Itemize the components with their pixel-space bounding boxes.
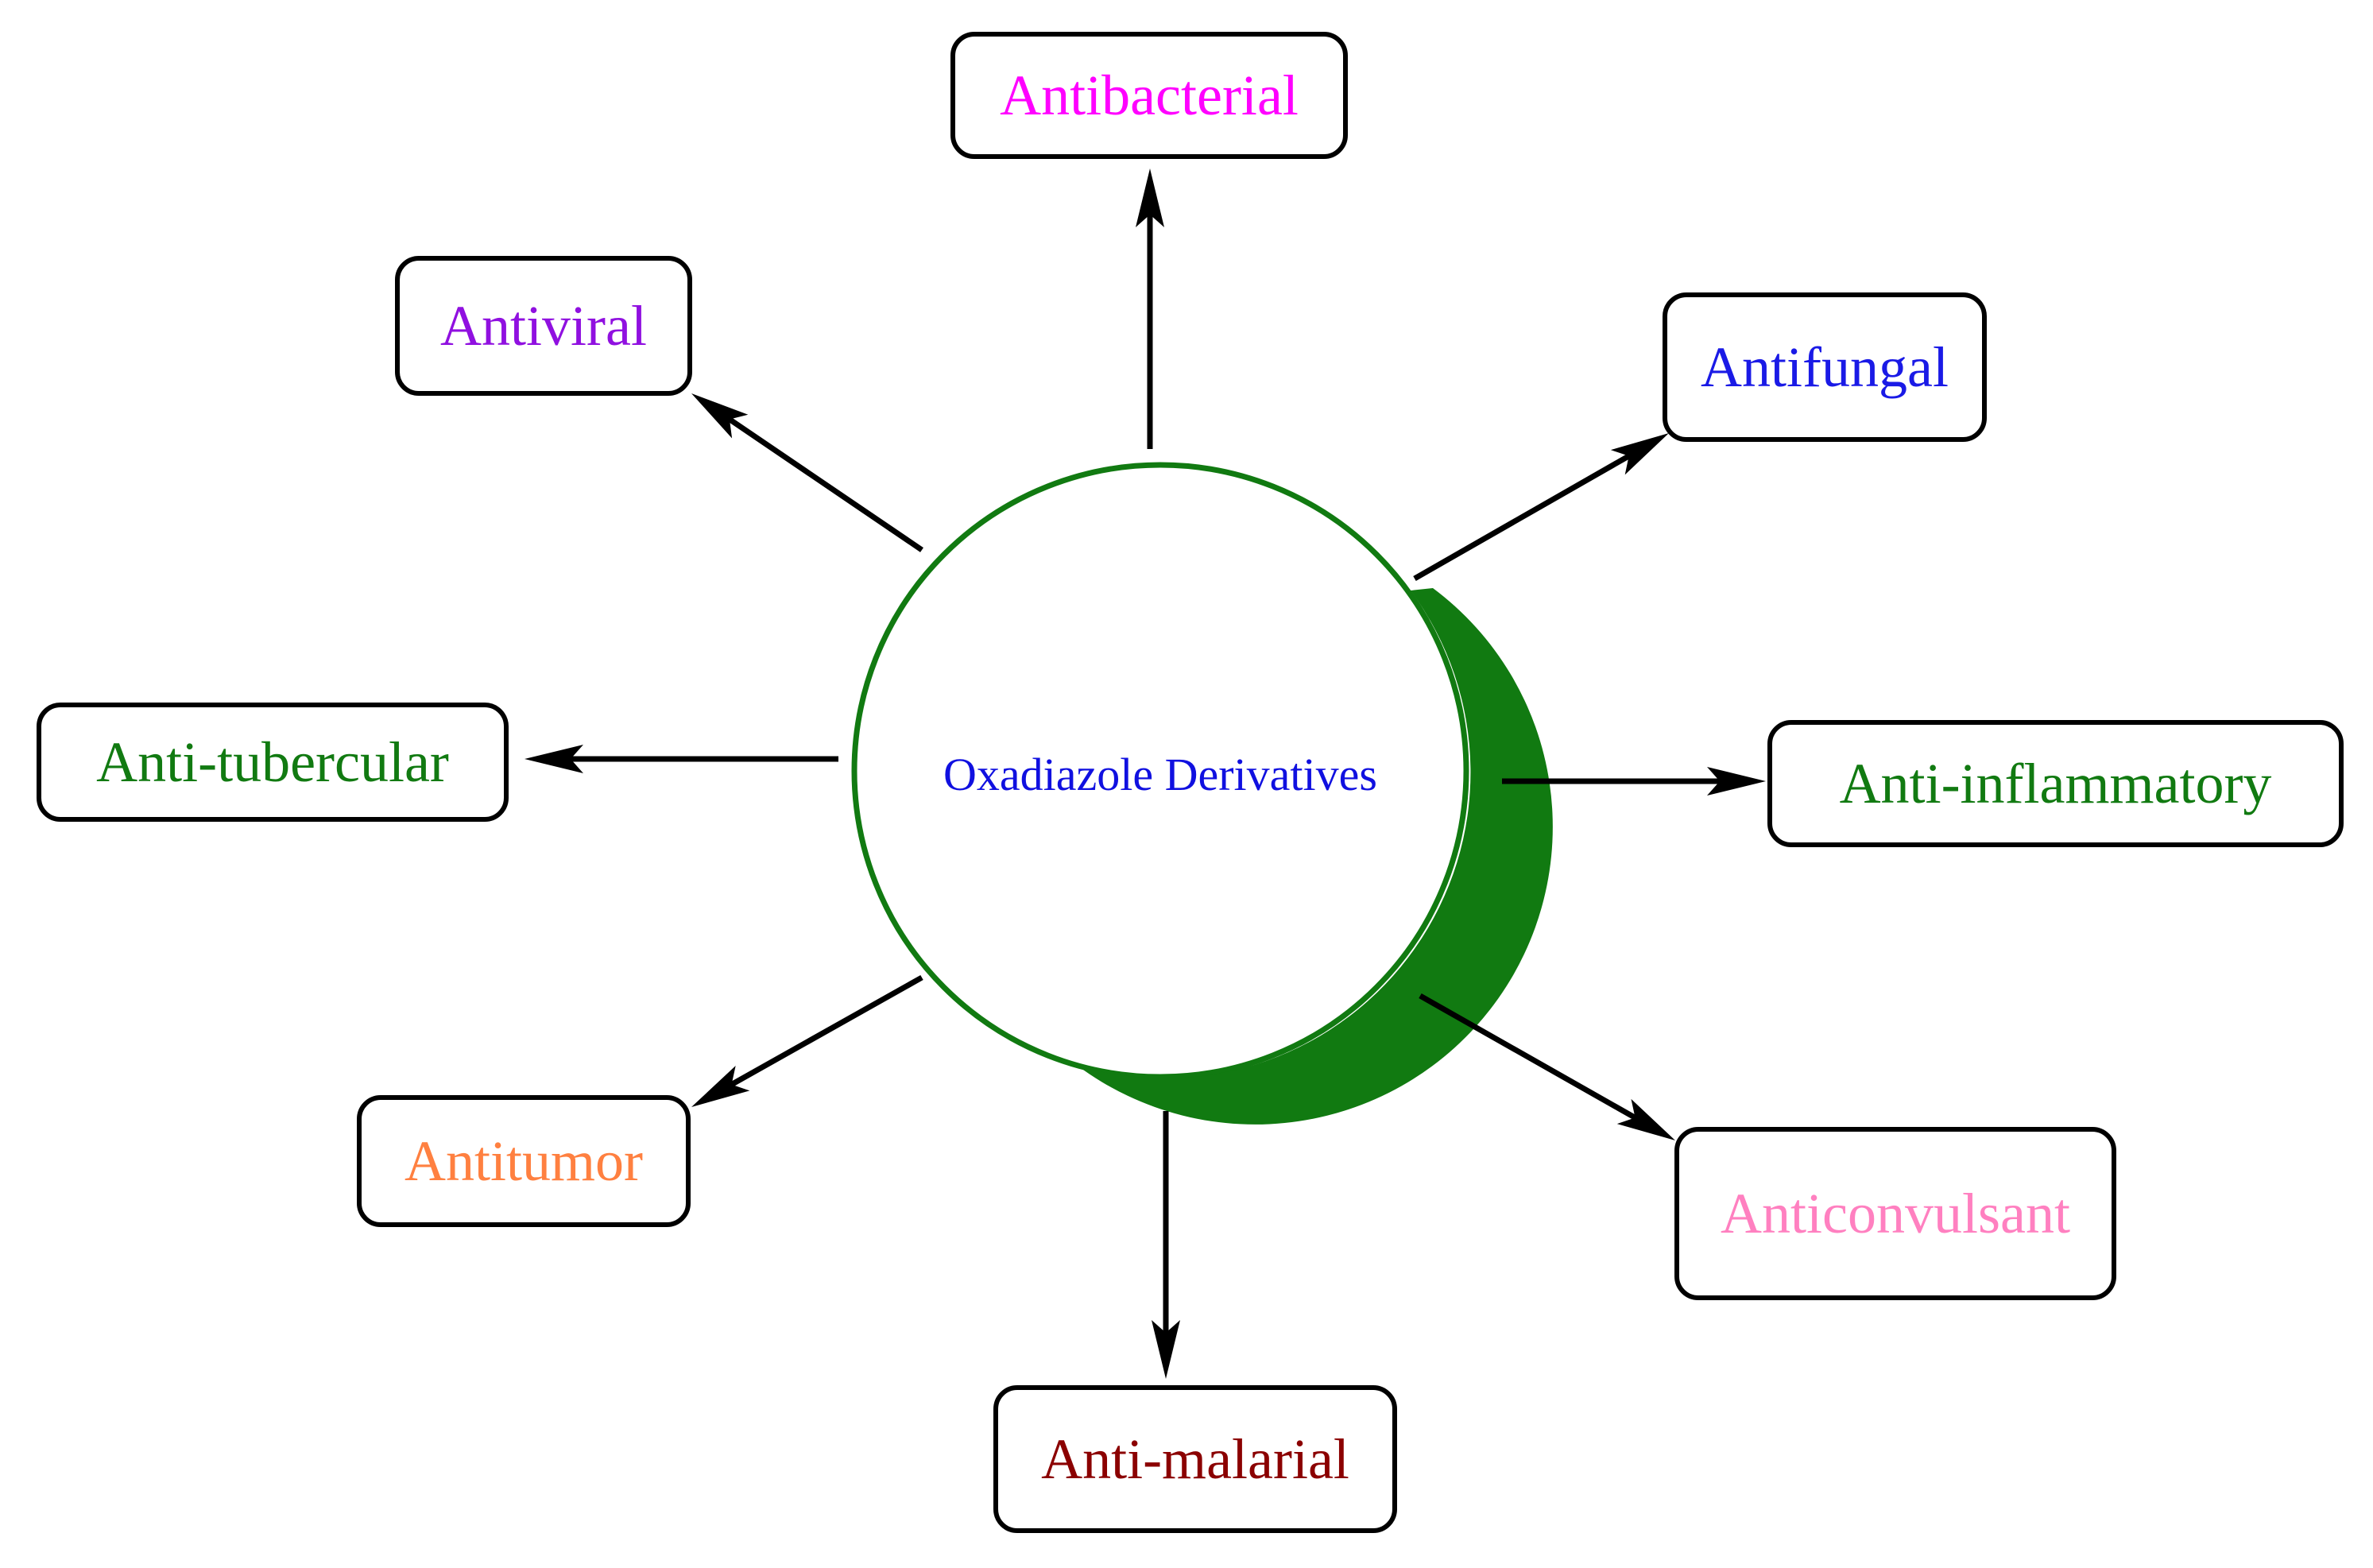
arrow-to-antitumor — [729, 974, 923, 1088]
label-antitumor: Antitumor — [405, 1129, 643, 1193]
label-antiviral: Antiviral — [440, 294, 647, 358]
box-antiviral: Antiviral — [395, 256, 692, 396]
arrowhead-anti-tubercular — [525, 745, 583, 773]
center-label: Oxadiazole Derivatives — [943, 749, 1377, 800]
arrow-to-antiviral — [726, 416, 923, 552]
arrowhead-antiviral — [691, 393, 749, 439]
label-anticonvulsant: Anticonvulsant — [1721, 1182, 2070, 1245]
box-anti-inflammatory: Anti-inflammatory — [1767, 720, 2344, 847]
label-anti-inflammatory: Anti-inflammatory — [1839, 752, 2272, 815]
arrowhead-anti-inflammatory — [1707, 767, 1766, 796]
label-anti-tubercular: Anti-tubercular — [96, 730, 449, 794]
label-antibacterial: Antibacterial — [1000, 64, 1299, 127]
box-anticonvulsant: Anticonvulsant — [1674, 1127, 2116, 1300]
box-anti-malarial: Anti-malarial — [993, 1385, 1397, 1533]
label-anti-malarial: Anti-malarial — [1041, 1427, 1349, 1491]
arrow-to-antifungal — [1413, 452, 1632, 582]
box-antibacterial: Antibacterial — [950, 32, 1348, 159]
label-antifungal: Antifungal — [1701, 335, 1949, 399]
arrowhead-antitumor — [691, 1066, 750, 1107]
center-circle-shadow — [1078, 588, 1553, 1125]
arrows — [569, 213, 1721, 1334]
box-antifungal: Antifungal — [1663, 292, 1987, 442]
arrowhead-anti-malarial — [1152, 1320, 1180, 1379]
arrowheads — [525, 168, 1766, 1379]
center-circle — [851, 462, 1469, 1080]
arrowhead-antibacterial — [1136, 168, 1164, 227]
arrowhead-antifungal — [1610, 433, 1669, 475]
box-anti-tubercular: Anti-tubercular — [37, 703, 509, 822]
arrow-to-anticonvulsant — [1419, 993, 1639, 1121]
box-antitumor: Antitumor — [357, 1095, 691, 1227]
arrowhead-anticonvulsant — [1616, 1098, 1675, 1140]
